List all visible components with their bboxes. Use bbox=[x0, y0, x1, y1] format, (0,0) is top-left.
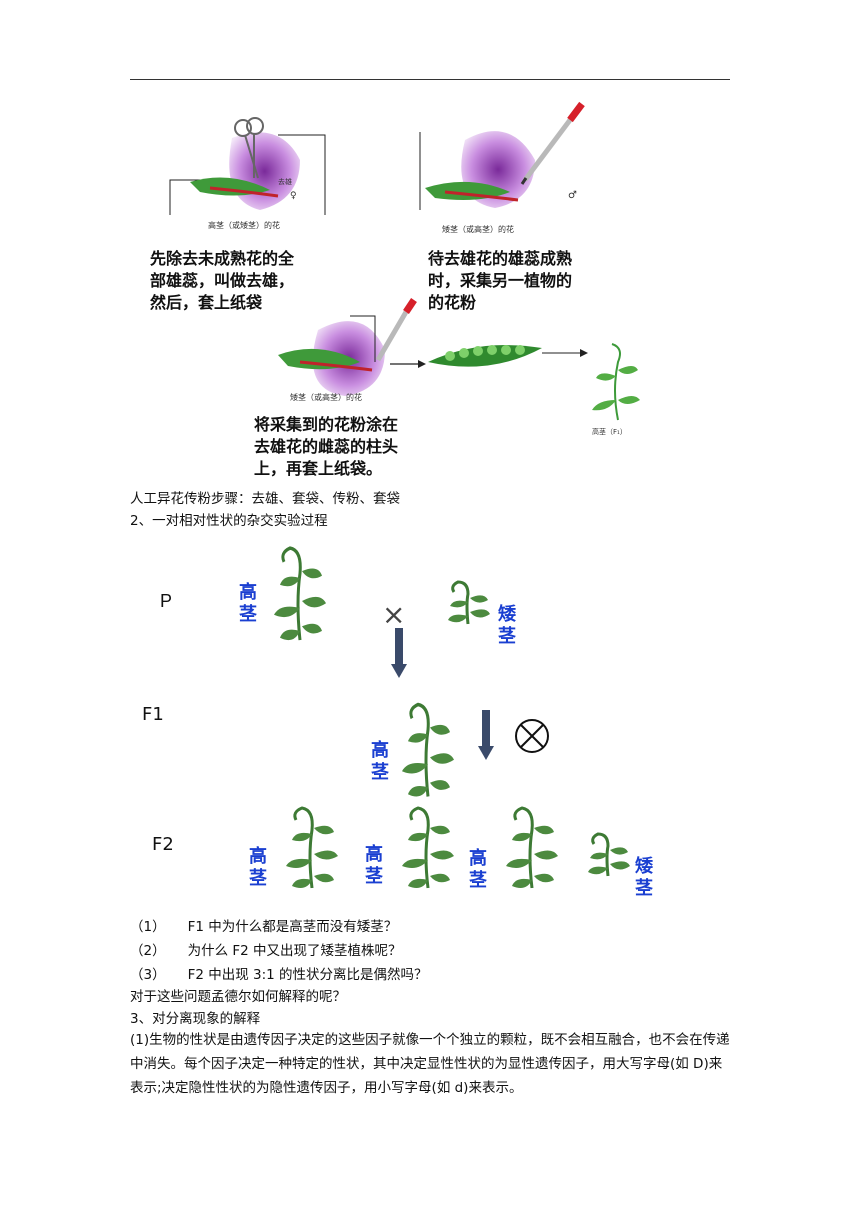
step1-line1: 先除去未成熟花的全 bbox=[150, 249, 295, 268]
pollination-figure: 去雄 ♀ 高茎（或矮茎）的花 ♂ 矮茎（或高茎）的花 矮茎（或高茎）的花 bbox=[169, 101, 640, 436]
f2-short-plant bbox=[586, 832, 632, 878]
f2-tall-label-3: 高茎 bbox=[469, 848, 487, 891]
question-2: （2） 为什么 F2 中又出现了矮茎植株呢？ bbox=[130, 940, 402, 962]
flower-label-bottom: 矮茎（或高茎）的花 bbox=[290, 392, 362, 402]
down-arrow-icon bbox=[391, 628, 407, 678]
f2-tall-plant-1 bbox=[284, 806, 340, 890]
flower-label-top-right: 矮茎（或高茎）的花 bbox=[442, 224, 514, 234]
step3-line3: 上，再套上纸袋。 bbox=[254, 459, 383, 478]
header-rule bbox=[130, 79, 730, 80]
step3-line1: 将采集到的花粉涂在 bbox=[254, 415, 399, 434]
p-tall-plant bbox=[272, 546, 328, 642]
question-3: （3） F2 中出现 3:1 的性状分离比是偶然吗？ bbox=[130, 964, 428, 986]
question-3-number: （3） bbox=[130, 967, 166, 983]
seedling-label: 高茎（F₁） bbox=[592, 427, 627, 436]
cross-diagram: P F1 F2 × bbox=[142, 546, 632, 890]
step2-line3: 的花粉 bbox=[428, 293, 477, 312]
cross-symbol: × bbox=[382, 598, 405, 631]
generation-p: P bbox=[160, 591, 172, 611]
male-symbol: ♂ bbox=[568, 190, 577, 201]
question-1-number: （1） bbox=[130, 919, 166, 935]
p-short-label: 矮茎 bbox=[498, 604, 516, 647]
step2-line2: 时，采集另一植物的 bbox=[428, 271, 573, 290]
f2-tall-plant-2 bbox=[400, 806, 456, 890]
f1-tall-plant bbox=[400, 702, 456, 799]
flower-emasculation-illustration bbox=[169, 117, 326, 215]
flower-pollen-collection-illustration bbox=[419, 101, 585, 210]
p-short-plant bbox=[446, 580, 492, 626]
explanation-paragraph: (1)生物的性状是由遗传因子决定的这些因子就像一个个独立的颗粒，既不会相互融合，… bbox=[130, 1032, 730, 1096]
question-2-number: （2） bbox=[130, 943, 166, 959]
f2-short-label: 矮茎 bbox=[635, 856, 653, 899]
question-1-text: F1 中为什么都是高茎而没有矮茎？ bbox=[187, 919, 398, 935]
question-2-text: 为什么 F2 中又出现了矮茎植株呢？ bbox=[187, 943, 402, 959]
step1-line2: 部雄蕊，叫做去雄， bbox=[150, 271, 295, 290]
step1-caption: 先除去未成熟花的全 部雄蕊，叫做去雄， 然后，套上纸袋 bbox=[150, 248, 294, 314]
remove-tag: 去雄 bbox=[278, 177, 292, 186]
down-arrow-icon bbox=[478, 710, 494, 760]
step1-line3: 然后，套上纸袋 bbox=[150, 293, 263, 312]
f2-tall-label-2: 高茎 bbox=[365, 844, 383, 887]
seedling-illustration bbox=[592, 343, 640, 421]
section3-heading: 3、对分离现象的解释 bbox=[130, 1011, 261, 1027]
question-1: （1） F1 中为什么都是高茎而没有矮茎？ bbox=[130, 916, 397, 938]
flower-pollination-illustration bbox=[278, 298, 417, 396]
step3-caption: 将采集到的花粉涂在 去雄花的雌蕊的柱头 上，再套上纸袋。 bbox=[254, 414, 398, 480]
generation-f1: F1 bbox=[142, 704, 164, 725]
mendel-question-line: 对于这些问题孟德尔如何解释的呢？ bbox=[130, 989, 346, 1005]
selfing-symbol-icon bbox=[515, 719, 549, 753]
pollination-caption: 人工异花传粉步骤：去雄、套袋、传粉、套袋 bbox=[130, 491, 400, 507]
question-3-text: F2 中出现 3:1 的性状分离比是偶然吗？ bbox=[187, 967, 428, 983]
f1-tall-label: 高茎 bbox=[371, 740, 389, 783]
female-symbol: ♀ bbox=[290, 191, 297, 201]
section2-heading: 2、一对相对性状的杂交实验过程 bbox=[130, 513, 328, 529]
f2-tall-plant-3 bbox=[504, 806, 560, 890]
p-tall-label: 高茎 bbox=[239, 582, 257, 625]
step3-line2: 去雄花的雌蕊的柱头 bbox=[254, 437, 399, 456]
generation-f2: F2 bbox=[152, 834, 174, 855]
f2-tall-label-1: 高茎 bbox=[249, 846, 267, 889]
pea-pod-illustration bbox=[428, 345, 542, 367]
step2-line1: 待去雄花的雄蕊成熟 bbox=[428, 249, 573, 268]
flower-label-top-left: 高茎（或矮茎）的花 bbox=[208, 220, 280, 230]
step2-caption: 待去雄花的雄蕊成熟 时，采集另一植物的 的花粉 bbox=[428, 248, 572, 314]
